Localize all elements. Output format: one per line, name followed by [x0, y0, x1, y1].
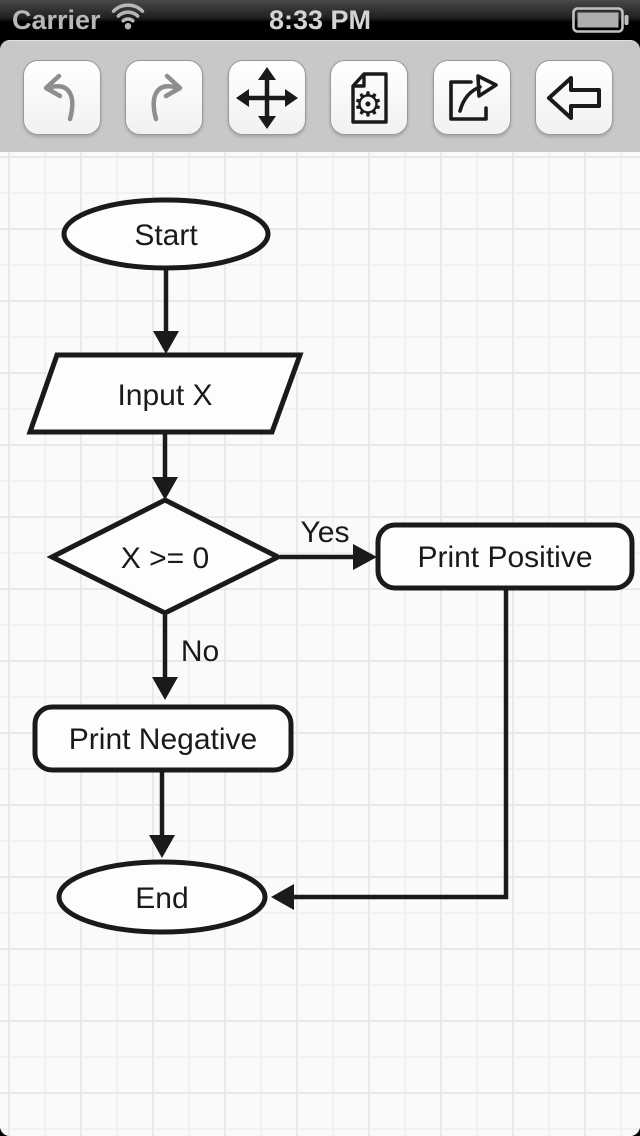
edge-negative-to-end	[149, 770, 175, 858]
clock: 8:33 PM	[268, 4, 372, 35]
status-bar: Carrier 8:33 PM	[0, 0, 640, 40]
svg-text:X >= 0: X >= 0	[121, 542, 209, 575]
document-gear-icon: ⚙	[333, 63, 405, 133]
back-button[interactable]	[535, 60, 613, 135]
node-print-positive[interactable]: Print Positive	[375, 522, 635, 591]
node-decision[interactable]: X >= 0	[46, 497, 284, 616]
svg-text:End: End	[135, 882, 188, 915]
undo-icon	[26, 63, 98, 133]
svg-text:Start: Start	[134, 219, 198, 252]
edge-decision-no: No	[152, 615, 219, 700]
redo-button[interactable]	[125, 60, 203, 135]
edge-label-no: No	[181, 635, 219, 668]
redo-icon	[128, 63, 200, 133]
svg-text:Print Positive: Print Positive	[417, 541, 592, 574]
document-settings-button[interactable]: ⚙	[330, 60, 408, 135]
edge-input-to-decision	[152, 432, 178, 500]
diagram-canvas[interactable]: Yes No Start Input X	[0, 152, 640, 1136]
wifi-icon	[110, 3, 146, 37]
back-arrow-icon	[538, 63, 610, 133]
share-icon	[436, 63, 508, 133]
edge-label-yes: Yes	[301, 516, 350, 549]
node-start[interactable]: Start	[61, 197, 271, 271]
move-button[interactable]	[228, 60, 306, 135]
edge-start-to-input	[153, 268, 179, 354]
node-end[interactable]: End	[56, 859, 268, 935]
node-input-x[interactable]: Input X	[26, 352, 304, 435]
node-print-negative[interactable]: Print Negative	[32, 704, 294, 773]
carrier-label: Carrier	[12, 4, 101, 35]
toolbar: ⚙	[0, 40, 640, 152]
flowchart: Yes No Start Input X	[26, 197, 635, 935]
move-arrows-icon	[231, 63, 303, 133]
battery-icon	[572, 7, 630, 40]
app-surface: ⚙	[0, 40, 640, 1136]
edge-decision-yes: Yes	[280, 516, 377, 570]
edge-positive-to-end	[271, 589, 509, 910]
svg-text:Input X: Input X	[117, 379, 212, 412]
svg-text:Print Negative: Print Negative	[69, 723, 257, 756]
share-button[interactable]	[433, 60, 511, 135]
svg-text:⚙: ⚙	[353, 85, 383, 125]
undo-button[interactable]	[23, 60, 101, 135]
